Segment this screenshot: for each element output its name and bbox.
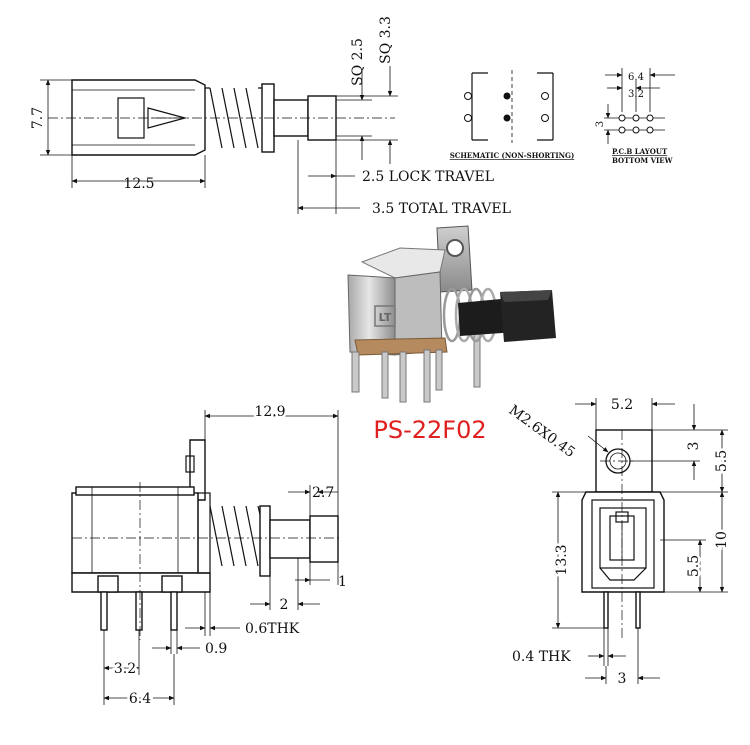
thread-dim: M2.6X0.45 [506,402,578,461]
overall-dim: 10 [714,531,730,549]
hole-offset-dim: 3 [686,442,702,451]
side-pins [100,591,178,631]
end-pin-pitch-dim: 3 [618,671,627,687]
total-travel-dim: 3.5 TOTAL TRAVEL [372,201,511,217]
side-view: 12.9 2.7 1 2 0.6THK 0.9 3.2 [71,402,347,710]
pcb-caption-1: P.C.B LAYOUT [612,147,668,156]
lower-height-dim: 5.5 [686,555,702,577]
pin-thickness-dim: 0.4 THK [512,649,571,665]
length-dim: 12.5 [123,176,154,192]
product-photo: LT [347,225,556,403]
tip-dim: 1 [338,574,347,590]
pcb-pitch-dim: 3.2 [628,89,644,100]
part-number: PS-22F02 [373,416,486,444]
photo-logo: LT [379,311,392,324]
thickness-dim: 0.6THK [245,621,300,637]
pcb-holes [618,114,654,134]
pcb-width-dim: 6.4 [628,72,644,83]
side-length-dim: 12.9 [254,404,285,420]
pcb-row-dim: 3 [595,121,606,127]
end-view: 5.2 M2.6X0.45 3 5.5 13.3 10 5.5 0.4 THK [506,397,733,687]
schematic-caption: SCHEMATIC (NON-SHORTING) [450,151,575,160]
pin-pitch-dim: 3.2 [114,661,136,677]
top-view: 7.7 12.5 SQ 2.5 SQ 3.3 2.5 LOCK TRAVEL 3… [30,16,511,217]
plunger-length-dim: 2.7 [312,485,334,501]
pcb-layout: 6.4 3.2 3 P.C.B LAYOUT BOTTOM VIEW [595,68,675,165]
sq-3-3-dim: SQ 3.3 [378,16,394,64]
pin-span-dim: 6.4 [129,691,151,707]
lock-travel-dim: 2.5 LOCK TRAVEL [362,169,494,185]
body-height-dim: 13.3 [554,544,570,575]
side-spring [209,505,267,567]
step-dim: 2 [280,597,289,613]
pin-width-dim: 0.9 [205,641,227,657]
sq-2-5-dim: SQ 2.5 [350,38,366,86]
schematic: SCHEMATIC (NON-SHORTING) [450,70,575,160]
bracket-height-dim: 5.5 [714,450,730,472]
pcb-caption-2: BOTTOM VIEW [612,156,673,165]
end-width-dim: 5.2 [611,397,633,413]
height-dim: 7.7 [30,107,46,129]
